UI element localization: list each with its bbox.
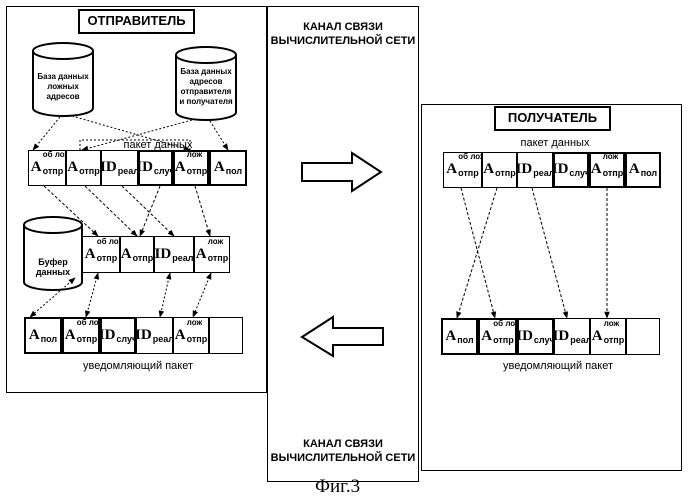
receiver-packet-a-sender: Aотпр: [482, 152, 517, 188]
receiver-packet-id-real: IDреал: [517, 152, 553, 188]
sender-packet-a-sender: Aотпр: [66, 150, 101, 186]
sender-notify-id-rand: IDслуч: [100, 317, 136, 354]
left-block-arrow-icon: [302, 317, 383, 356]
sender-notify-id-real: IDреал: [136, 317, 173, 354]
sender-packet-a-fake-ob: Aотпроб лож: [28, 150, 66, 186]
figure-caption: Фиг.3: [315, 476, 360, 498]
receiver-notify-a-fake-ob: Aотпроб лож: [478, 318, 517, 355]
sender-notify-a-fake-ob: Aотпроб лож: [62, 317, 100, 354]
receiver-packet-a-fake: Aотпрлож: [589, 152, 625, 188]
sender-packet-a-fake: Aотпрлож: [173, 150, 209, 186]
receiver-notify-a-receiver: Aпол: [441, 318, 478, 355]
sender-notify-packet-label: уведомляющий пакет: [63, 360, 213, 372]
right-block-arrow-icon: [302, 153, 381, 191]
receiver-notify-id-real: IDреал: [554, 318, 590, 355]
receiver-notify-id-rand: IDслуч: [517, 318, 554, 355]
sender-notify-a-fake: Aотпрлож: [173, 317, 209, 354]
receiver-notify-empty-cell: [626, 318, 660, 355]
real-db-label: База данных адресов отправителя и получа…: [178, 67, 234, 107]
buffer-a-sender: Aотпр: [120, 236, 154, 273]
receiver-packet-id-rand: IDслуч: [553, 152, 589, 188]
sender-notify-a-receiver: Aпол: [24, 317, 62, 354]
buffer-id-real: IDреал: [154, 236, 194, 273]
receiver-notify-packet-label: уведомляющий пакет: [483, 360, 633, 372]
buffer-a-fake: Aотпрлож: [194, 236, 230, 273]
receiver-data-packet-label: пакет данных: [505, 137, 605, 149]
receiver-packet-a-receiver: Aпол: [625, 152, 661, 188]
receiver-notify-a-fake: Aотпрлож: [590, 318, 626, 355]
sender-notify-empty-cell: [209, 317, 243, 354]
sender-packet-id-rand: IDслуч: [138, 150, 173, 186]
receiver-mapping-lines: [457, 188, 607, 318]
buffer-a-fake-ob: Aотпроб лож: [82, 236, 120, 273]
sender-packet-id-real: IDреал: [101, 150, 138, 186]
fake-db-label: База данных ложных адресов: [37, 72, 89, 102]
receiver-packet-a-fake-ob: Aотпроб лож: [443, 152, 482, 188]
buffer-db-label: Буфер данных: [24, 257, 82, 277]
sender-packet-a-receiver: Aпол: [209, 150, 247, 186]
